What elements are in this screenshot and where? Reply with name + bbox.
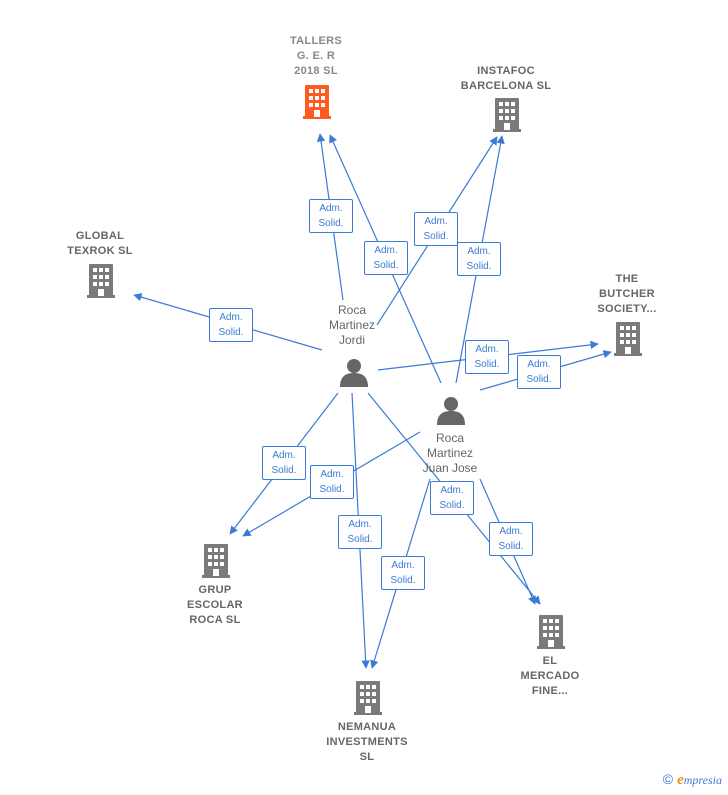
edge-label-jordi-butcher[interactable]: Adm. Solid.	[465, 340, 509, 374]
brand-name: mpresia	[683, 773, 722, 787]
edge-label-juanjose-grup[interactable]: Adm. Solid.	[310, 465, 354, 499]
brand-watermark: ©empresia	[663, 771, 722, 789]
company-label-nemanua[interactable]: NEMANUA INVESTMENTS SL	[326, 721, 408, 763]
edge-label-juanjose-nemanua[interactable]: Adm. Solid.	[381, 556, 425, 590]
company-label-mercado[interactable]: EL MERCADO FINE...	[520, 655, 580, 697]
person-label-juanjose[interactable]: Roca Martinez Juan Jose	[422, 431, 478, 475]
edge-label-juanjose-tallers[interactable]: Adm. Solid.	[364, 241, 408, 275]
edge-label-jordi-mercado[interactable]: Adm. Solid.	[430, 481, 474, 515]
building-icon-mercado[interactable]	[537, 615, 565, 649]
brand-initial: e	[677, 772, 684, 788]
building-icon-nemanua[interactable]	[354, 681, 382, 715]
edge-label-jordi-grup[interactable]: Adm. Solid.	[262, 446, 306, 480]
edge-label-juanjose-instafoc[interactable]: Adm. Solid.	[457, 242, 501, 276]
edge-label-juanjose-butcher[interactable]: Adm. Solid.	[517, 355, 561, 389]
edge-label-jordi-nemanua[interactable]: Adm. Solid.	[338, 515, 382, 549]
company-label-instafoc[interactable]: INSTAFOC BARCELONA SL	[460, 65, 552, 92]
edge-label-jordi-instafoc[interactable]: Adm. Solid.	[414, 212, 458, 246]
company-label-grup[interactable]: GRUP ESCOLAR ROCA SL	[187, 584, 243, 626]
edge-label-jordi-global[interactable]: Adm. Solid.	[209, 308, 253, 342]
person-icon-juanjose[interactable]	[437, 397, 465, 425]
company-label-tallers[interactable]: TALLERS G. E. R 2018 SL	[289, 35, 342, 77]
building-icon-grup[interactable]	[202, 544, 230, 578]
building-icon-instafoc[interactable]	[493, 98, 521, 132]
building-icon-global[interactable]	[87, 264, 115, 298]
edge-label-jordi-tallers[interactable]: Adm. Solid.	[309, 199, 353, 233]
edge-label-juanjose-mercado[interactable]: Adm. Solid.	[489, 522, 533, 556]
company-label-butcher[interactable]: THE BUTCHER SOCIETY...	[597, 273, 657, 315]
building-icon-butcher[interactable]	[614, 322, 642, 356]
copyright-icon: ©	[662, 771, 674, 787]
person-label-jordi[interactable]: Roca Martinez Jordi	[328, 303, 375, 347]
person-icon-jordi[interactable]	[340, 359, 368, 387]
building-icon-tallers[interactable]	[303, 85, 331, 119]
company-label-global[interactable]: GLOBAL TEXROK SL	[67, 230, 133, 257]
